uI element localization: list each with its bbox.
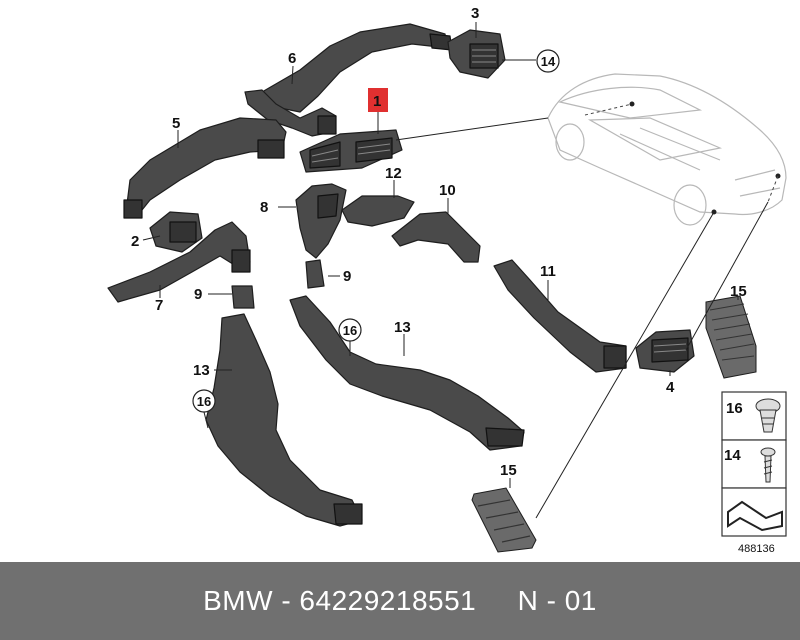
leader-lines: [142, 22, 769, 519]
footer-bar: BMW - 64229218551 N - 01: [0, 562, 800, 640]
part-6-duct: [244, 23, 453, 137]
callout-8: 8: [260, 199, 268, 216]
callout-16-right-circle: [338, 318, 362, 342]
part-number-caption: BMW - 64229218551 N - 01: [203, 585, 597, 616]
legend-clip-box: 16: [721, 391, 787, 441]
part-10-duct: [391, 211, 481, 263]
part-9-clip-lower: [231, 285, 255, 309]
callout-15-lower: 15: [500, 462, 517, 479]
callout-14: 14: [541, 54, 556, 69]
part-15-grille-right: [705, 295, 757, 379]
legend-clip-label: 16: [726, 400, 743, 417]
callouts: 1 2 3 4 5 6 7 8 9 9 10 11 12 13 13 15 15…: [131, 5, 747, 479]
callout-6: 6: [288, 50, 296, 67]
callout-14-circle: [536, 49, 560, 73]
callout-11: 11: [540, 263, 556, 280]
callout-10: 10: [439, 182, 456, 199]
parts-diagram: 1 2 3 4 5 6 7 8 9 9 10 11 12 13 13 15 15…: [107, 5, 787, 555]
part-8-duct: [295, 183, 347, 259]
screw-icon: [760, 447, 776, 483]
callout-16-left-circle: [192, 389, 216, 413]
part-4-vent: [635, 329, 695, 373]
callout-13-right: 13: [394, 319, 411, 336]
part-1-highlight: [368, 88, 388, 112]
car-outline: [547, 73, 787, 226]
callout-3: 3: [471, 5, 479, 22]
part-15-grille-lower: [471, 487, 537, 553]
part-2-vent: [149, 211, 203, 253]
legend-screw-label: 14: [724, 447, 741, 464]
callout-16-right: 16: [343, 323, 357, 338]
callout-4: 4: [666, 379, 675, 396]
part-9-clip-upper: [305, 259, 325, 289]
callout-1: 1: [373, 93, 381, 110]
reference-number: 488136: [738, 543, 775, 555]
callout-9-lower: 9: [194, 286, 202, 303]
legend-section-box: [721, 487, 787, 537]
section-symbol-icon: [727, 500, 783, 532]
callout-2: 2: [131, 233, 139, 250]
callout-13-left: 13: [193, 362, 210, 379]
legend-screw-box: 14: [721, 439, 787, 489]
car-marker-dash: [629, 101, 635, 107]
part-11-duct: [493, 259, 627, 373]
part-12-duct: [341, 195, 415, 227]
part-3-vent: [447, 29, 506, 79]
part-1-center-vent: [299, 129, 403, 173]
callout-12: 12: [385, 165, 402, 182]
clip-icon: [755, 398, 781, 433]
callout-5: 5: [172, 115, 180, 132]
callout-15-right: 15: [730, 283, 747, 300]
callout-9-upper: 9: [343, 268, 351, 285]
callout-16-left: 16: [197, 394, 211, 409]
callout-7: 7: [155, 297, 163, 314]
part-5-duct: [123, 117, 287, 219]
